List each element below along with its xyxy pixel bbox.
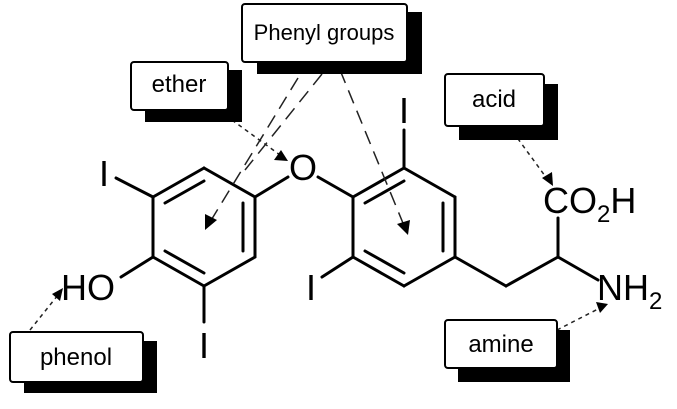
iodine-atom-right-top: I bbox=[399, 90, 409, 131]
ether-pointer bbox=[231, 119, 281, 156]
ether-callout-label: ether bbox=[152, 71, 207, 98]
carboxyl-group: CO2H bbox=[543, 180, 636, 228]
amine-pointer bbox=[556, 307, 601, 331]
amino-group: NH2 bbox=[597, 267, 662, 315]
arrowhead-ether bbox=[274, 150, 288, 161]
acid-callout: acid bbox=[444, 73, 558, 140]
iodine-atom-left-bottom: I bbox=[199, 325, 209, 366]
arrowhead-amine bbox=[596, 302, 608, 313]
amine-callout-box bbox=[444, 319, 558, 369]
carboxyl-co: CO bbox=[543, 180, 597, 221]
left-phenyl-ring bbox=[151, 166, 257, 288]
acid-callout-box bbox=[444, 73, 545, 127]
amine-callout-label: amine bbox=[468, 331, 533, 358]
phenol-callout-label: phenol bbox=[40, 344, 112, 371]
arrowhead-acid bbox=[542, 172, 553, 186]
phenyl-pointer-left bbox=[209, 77, 299, 223]
hydroxyl-group: HO bbox=[61, 267, 115, 308]
amine-callout: amine bbox=[444, 319, 570, 382]
carboxyl-subscript: 2 bbox=[597, 201, 610, 228]
arrowheads bbox=[52, 150, 608, 313]
amino-nh: NH bbox=[597, 267, 649, 308]
ether-oxygen-atom: O bbox=[289, 147, 317, 188]
phenol-callout-box bbox=[9, 331, 144, 383]
iodine-atom-left-top: I bbox=[99, 153, 109, 194]
arrowhead-phenyl-left bbox=[205, 214, 217, 230]
ether-callout-box bbox=[130, 61, 229, 111]
ether-callout: ether bbox=[130, 61, 242, 122]
phenyl-groups-callout: Phenyl groups bbox=[241, 3, 422, 74]
amino-subscript: 2 bbox=[649, 288, 662, 315]
dashed-pointer-lines bbox=[209, 69, 406, 229]
phenol-pointer bbox=[29, 294, 59, 331]
acid-callout-label: acid bbox=[472, 86, 516, 113]
carboxyl-h: H bbox=[610, 180, 636, 221]
phenyl-callout-label: Phenyl groups bbox=[254, 20, 395, 45]
substituent-bonds bbox=[114, 128, 600, 324]
arrowhead-phenol bbox=[52, 288, 63, 301]
phenol-callout: phenol bbox=[9, 331, 157, 393]
iodine-atom-right-bottom: I bbox=[306, 267, 316, 308]
arrowhead-phenyl-right bbox=[397, 220, 410, 235]
phenyl-callout-box bbox=[241, 3, 408, 63]
phenyl-pointer-right bbox=[339, 69, 406, 229]
right-phenyl-ring bbox=[351, 166, 457, 288]
